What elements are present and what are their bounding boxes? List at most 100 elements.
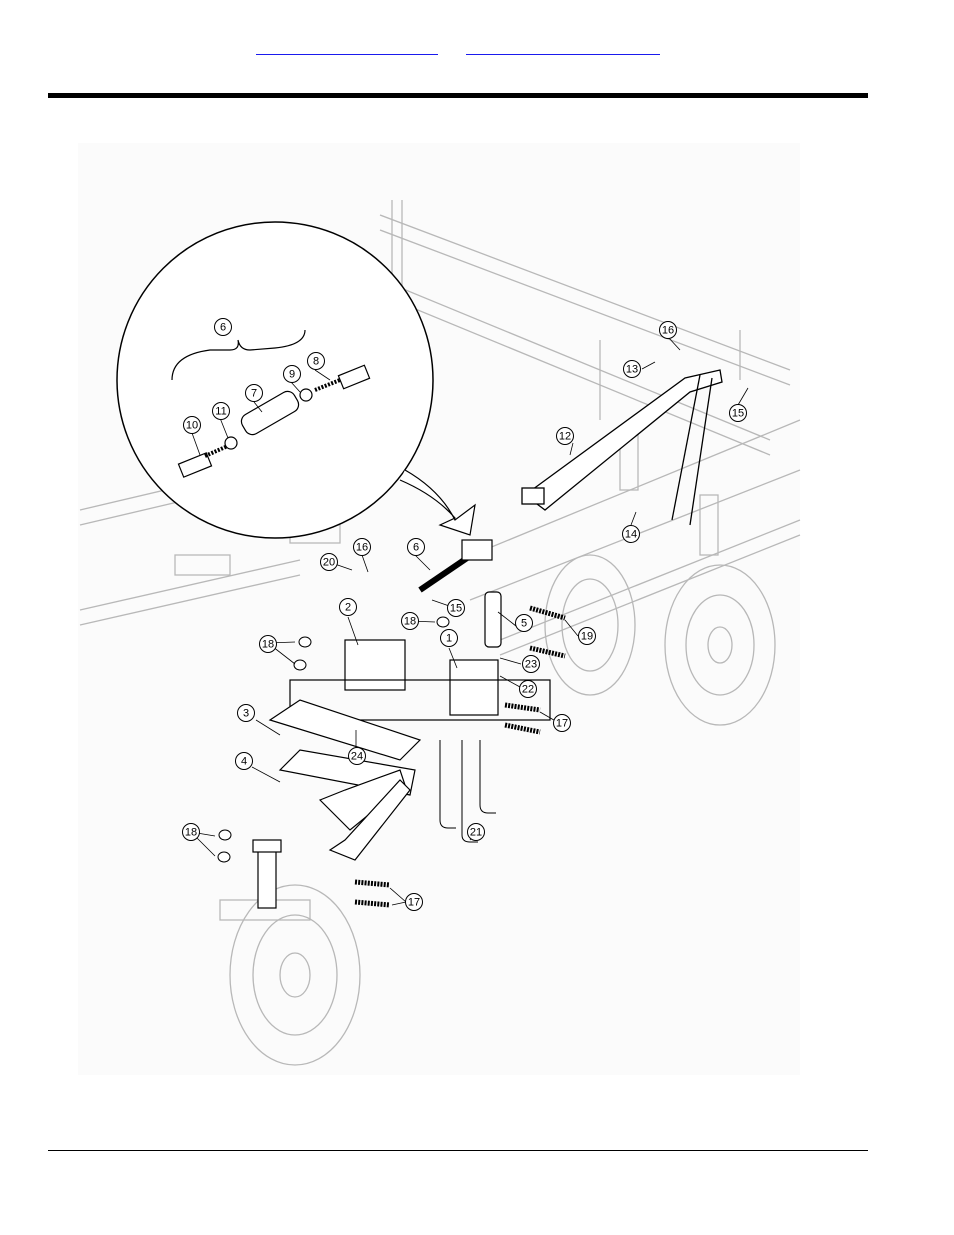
callout-label: 4 bbox=[241, 756, 247, 768]
detail-bubble bbox=[116, 221, 476, 539]
callout-label: 18 bbox=[262, 639, 274, 651]
callout-circle bbox=[259, 635, 277, 653]
callout-17: 17 bbox=[405, 893, 423, 911]
callout-circle bbox=[659, 321, 677, 339]
callout-circle bbox=[467, 823, 485, 841]
callout-label: 24 bbox=[351, 751, 363, 763]
callout-20: 20 bbox=[320, 553, 338, 571]
callout-9: 9 bbox=[283, 365, 301, 383]
callout-label: 7 bbox=[251, 388, 257, 400]
callout-label: 15 bbox=[450, 603, 462, 615]
callout-18: 18 bbox=[401, 612, 419, 630]
callout-circle bbox=[522, 655, 540, 673]
callout-label: 17 bbox=[556, 718, 568, 730]
callout-8: 8 bbox=[307, 352, 325, 370]
callout-circle bbox=[623, 360, 641, 378]
callout-15: 15 bbox=[447, 599, 465, 617]
footer-rule bbox=[48, 1150, 868, 1151]
callout-label: 18 bbox=[185, 827, 197, 839]
callout-24: 24 bbox=[348, 747, 366, 765]
callout-circle bbox=[237, 704, 255, 722]
callout-5: 5 bbox=[515, 614, 533, 632]
header-links bbox=[0, 40, 954, 60]
turnbuckle-exploded bbox=[177, 364, 371, 478]
callout-label: 1 bbox=[446, 633, 452, 645]
callout-21: 21 bbox=[467, 823, 485, 841]
callout-label: 16 bbox=[662, 325, 674, 337]
callout-circle bbox=[182, 823, 200, 841]
callout-label: 3 bbox=[243, 708, 249, 720]
callout-label: 18 bbox=[404, 616, 416, 628]
callout-circle bbox=[183, 416, 201, 434]
callout-2: 2 bbox=[339, 598, 357, 616]
callout-22: 22 bbox=[519, 680, 537, 698]
callout-13: 13 bbox=[623, 360, 641, 378]
callout-circle bbox=[578, 627, 596, 645]
callout-label: 12 bbox=[559, 431, 571, 443]
callouts: 1234566789101112131415151616171718181819… bbox=[182, 318, 747, 911]
callout-6: 6 bbox=[214, 318, 232, 336]
callout-1: 1 bbox=[440, 629, 458, 647]
callout-circle bbox=[307, 352, 325, 370]
callout-label: 14 bbox=[625, 529, 637, 541]
header-link-1[interactable] bbox=[256, 40, 438, 55]
rear-wheels bbox=[544, 554, 776, 726]
callout-circle bbox=[353, 538, 371, 556]
callout-3: 3 bbox=[237, 704, 255, 722]
callout-10: 10 bbox=[183, 416, 201, 434]
callout-16: 16 bbox=[659, 321, 677, 339]
callout-circle bbox=[214, 318, 232, 336]
callout-label: 15 bbox=[732, 408, 744, 420]
bolts bbox=[217, 605, 566, 908]
callout-label: 10 bbox=[186, 420, 198, 432]
callout-label: 11 bbox=[215, 406, 226, 418]
callout-label: 6 bbox=[220, 322, 226, 334]
header-link-2[interactable] bbox=[466, 40, 660, 55]
callout-circle bbox=[401, 612, 419, 630]
callout-circle bbox=[405, 893, 423, 911]
callout-18: 18 bbox=[259, 635, 277, 653]
callout-label: 22 bbox=[522, 684, 534, 696]
callout-circle bbox=[622, 525, 640, 543]
callout-4: 4 bbox=[235, 752, 253, 770]
callout-label: 13 bbox=[626, 364, 638, 376]
callout-label: 17 bbox=[408, 897, 420, 909]
callout-label: 6 bbox=[413, 542, 419, 554]
callout-label: 20 bbox=[323, 557, 335, 569]
callout-7: 7 bbox=[245, 384, 263, 402]
hitch-assembly bbox=[252, 539, 551, 909]
callout-6: 6 bbox=[407, 538, 425, 556]
header-rule bbox=[48, 93, 868, 98]
callout-circle bbox=[245, 384, 263, 402]
callout-15: 15 bbox=[729, 404, 747, 422]
callout-circle bbox=[339, 598, 357, 616]
callout-label: 16 bbox=[356, 542, 368, 554]
tongue-tube bbox=[521, 369, 723, 526]
callout-label: 2 bbox=[345, 602, 351, 614]
callout-label: 9 bbox=[289, 369, 295, 381]
callout-label: 8 bbox=[313, 356, 319, 368]
callout-circle bbox=[556, 427, 574, 445]
callout-11: 11 bbox=[212, 402, 230, 420]
callout-circle bbox=[212, 402, 230, 420]
callout-circle bbox=[553, 714, 571, 732]
callout-circle bbox=[283, 365, 301, 383]
callout-circle bbox=[447, 599, 465, 617]
callout-label: 5 bbox=[521, 618, 527, 630]
callout-16: 16 bbox=[353, 538, 371, 556]
callout-circle bbox=[515, 614, 533, 632]
callout-19: 19 bbox=[578, 627, 596, 645]
callout-12: 12 bbox=[556, 427, 574, 445]
callout-17: 17 bbox=[553, 714, 571, 732]
callout-14: 14 bbox=[622, 525, 640, 543]
callout-23: 23 bbox=[522, 655, 540, 673]
callout-circle bbox=[235, 752, 253, 770]
callout-circle bbox=[440, 629, 458, 647]
callout-circle bbox=[320, 553, 338, 571]
callout-18: 18 bbox=[182, 823, 200, 841]
front-gauge-wheel bbox=[219, 884, 361, 1066]
callout-circle bbox=[407, 538, 425, 556]
callout-label: 19 bbox=[581, 631, 593, 643]
callout-circle bbox=[348, 747, 366, 765]
